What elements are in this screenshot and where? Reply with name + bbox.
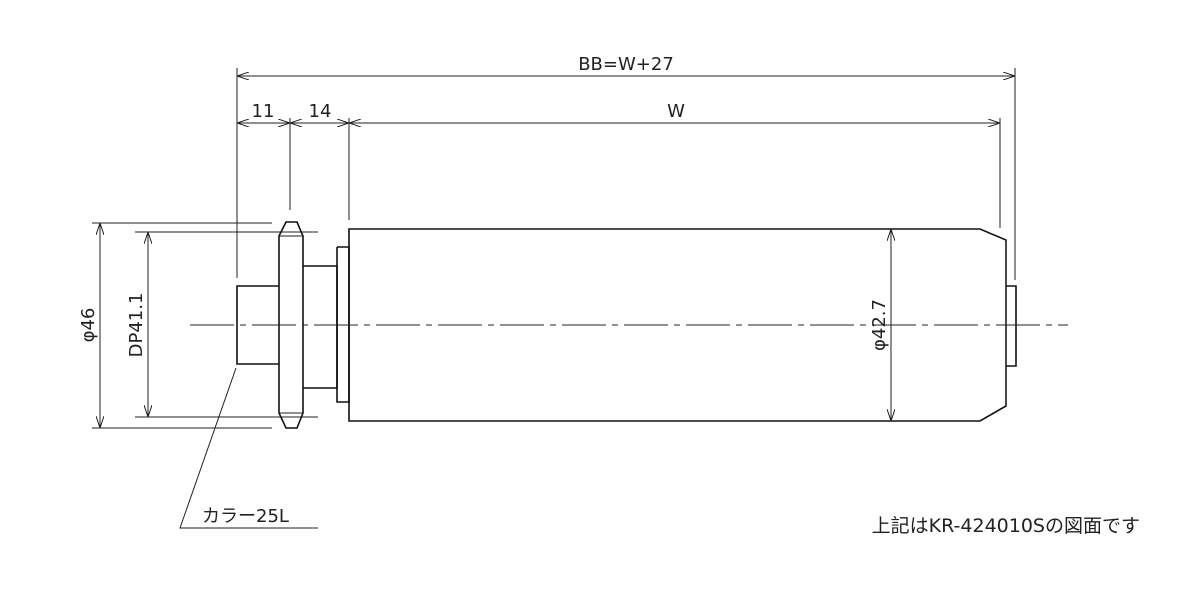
collar-shape [236,285,279,365]
drawing-note: 上記はKR-424010Sの図面です [872,515,1140,537]
outer-diameter-dimension: φ46 [78,223,100,428]
tube-diameter-label: φ42.7 [869,299,890,351]
overall-length-dimension: BB=W+27 [237,54,1015,76]
diameter-extension-lines [92,222,318,429]
extension-lines [236,68,1016,280]
overall-length-label: BB=W+27 [578,54,674,75]
tube-diameter-dimension: φ42.7 [869,229,891,421]
pitch-diameter-label: DP41.1 [126,293,147,358]
sprocket-offset-label: 14 [309,101,332,122]
pitch-diameter-dimension: DP41.1 [126,232,148,417]
flange-offset-label: 11 [252,101,275,122]
outer-diameter-label: φ46 [78,308,99,343]
roller-length-label: W [667,101,685,122]
shaft-end-shape [1006,285,1017,367]
collar-callout-label: カラー25L [202,506,289,527]
offset-dimensions: 11 14 W [237,101,1000,123]
collar-callout: カラー25L [179,367,318,529]
sprocket-shape [278,221,304,429]
roller-outline [236,221,1017,429]
hub-shape [303,265,338,389]
